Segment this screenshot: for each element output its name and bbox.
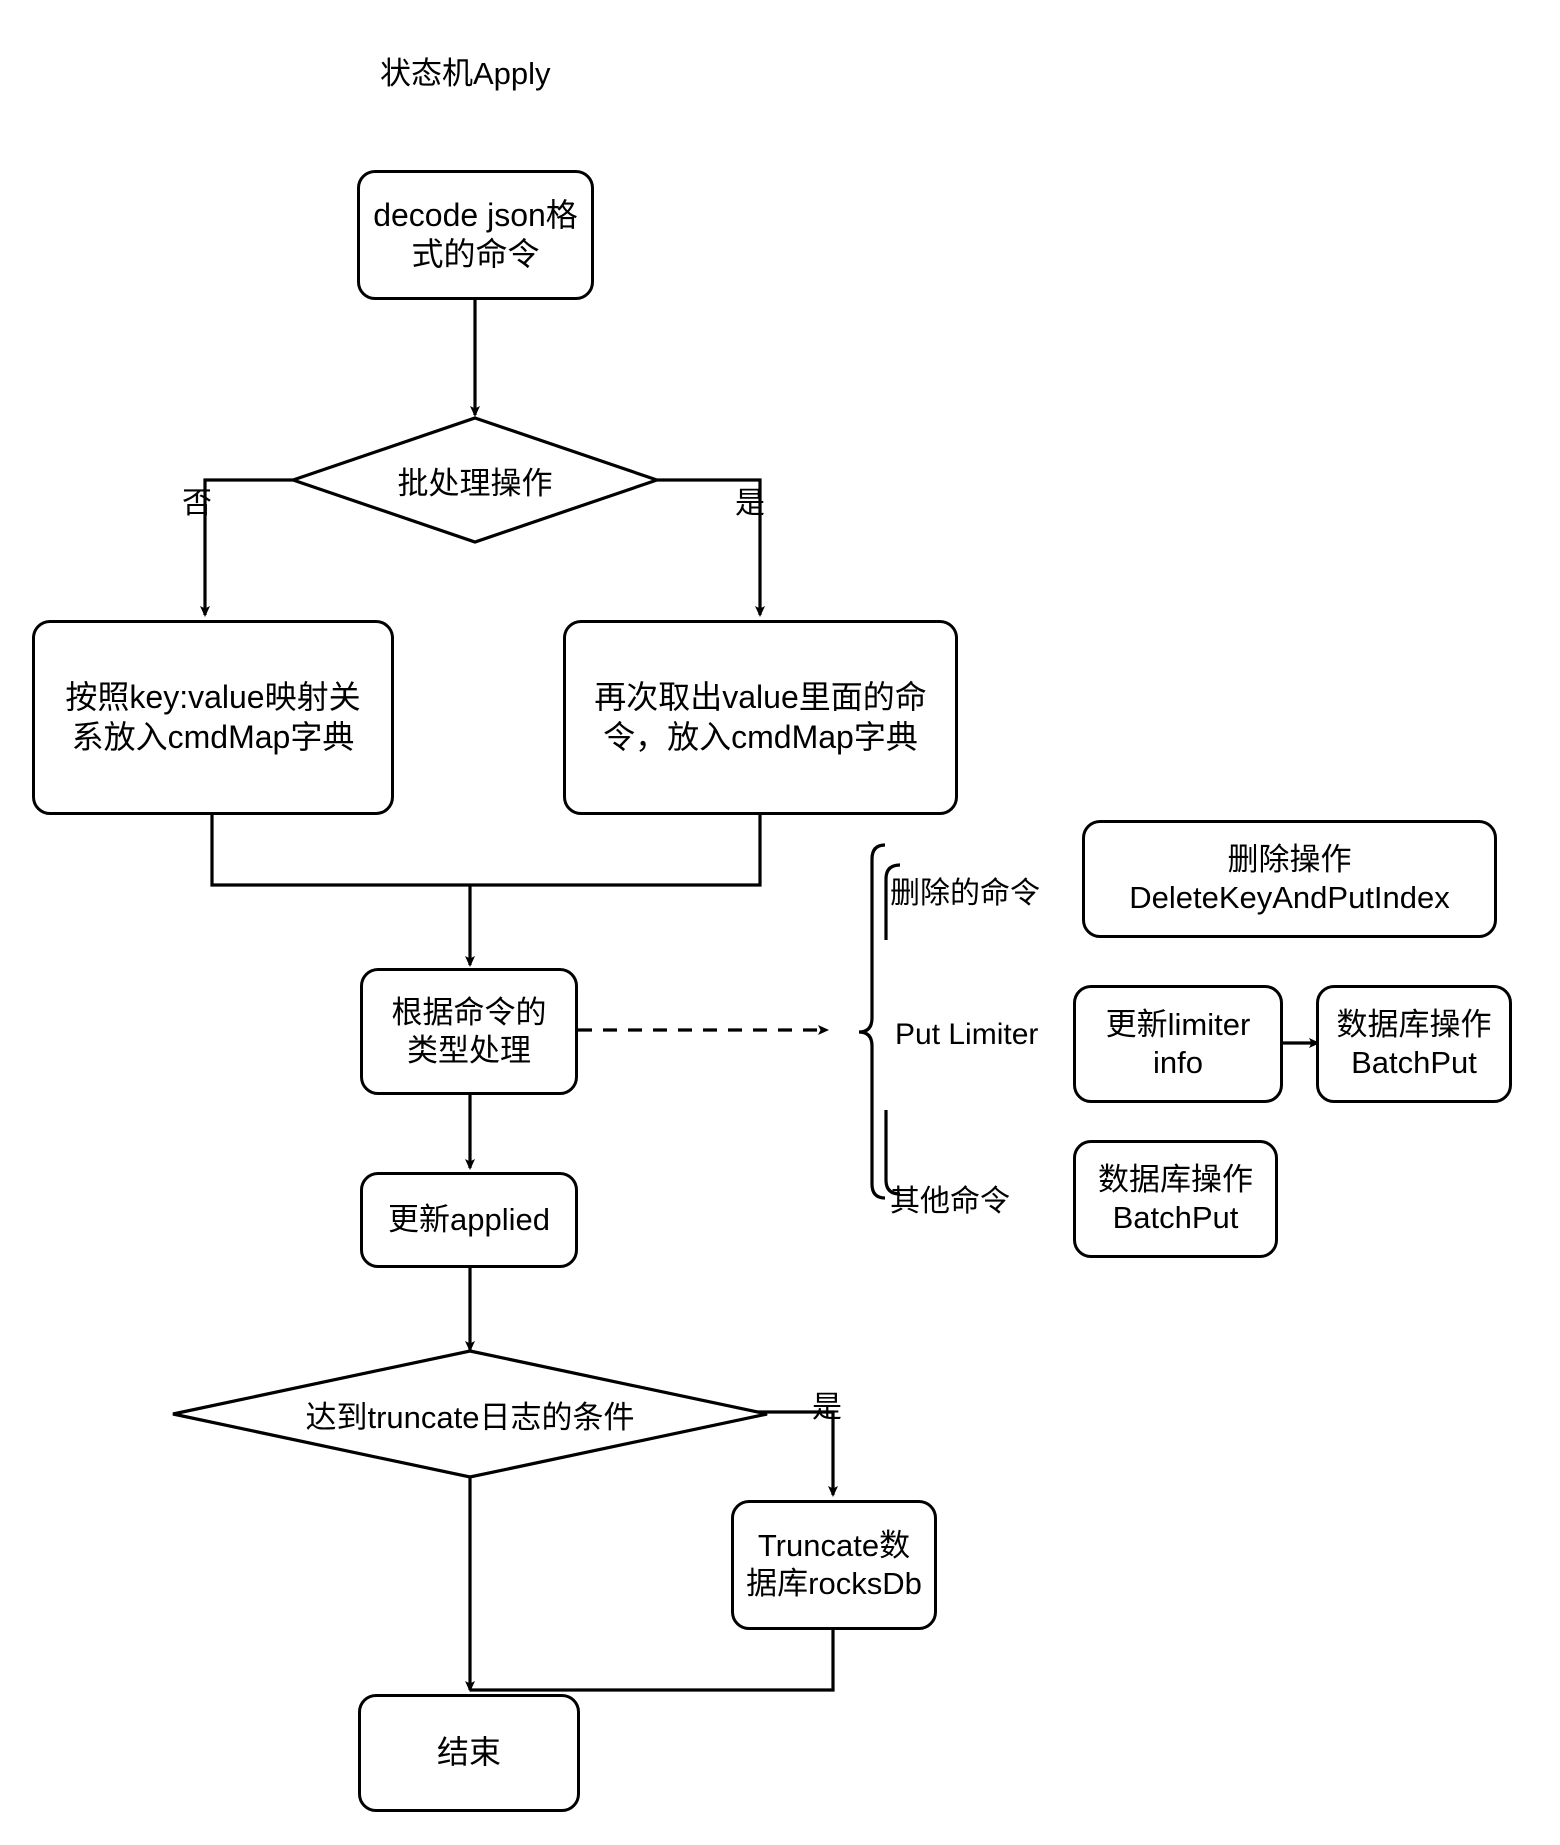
edge-label-batch-no: 否 [182,487,212,520]
diamond-shape [288,416,662,544]
node-end[interactable]: 结束 [358,1694,580,1812]
node-decode-json-label: decode json格 式的命令 [373,196,578,272]
diamond-shape [172,1349,768,1479]
node-single-cmdmap-label: 按照key:value映射关 系放入cmdMap字典 [65,679,361,755]
node-update-applied[interactable]: 更新applied [360,1172,578,1268]
node-truncate-rocksdb[interactable]: Truncate数 据库rocksDb [731,1500,937,1630]
branch-label-put-limiter: Put Limiter [895,1018,1039,1051]
edge-label-batch-yes: 是 [735,487,765,520]
node-truncate-condition-label: 达到truncate日志的条件 [305,1399,635,1435]
node-batchput-other[interactable]: 数据库操作 BatchPut [1073,1140,1278,1258]
node-batchput-other-label: 数据库操作 BatchPut [1098,1162,1253,1235]
branch-label-delete-command: 删除的命令 [890,877,1040,910]
node-update-applied-label: 更新applied [388,1202,550,1238]
node-delete-key-and-put-index[interactable]: 删除操作 DeleteKeyAndPutIndex [1082,820,1497,938]
branch-label-other-command: 其他命令 [890,1185,1010,1218]
diagram-title: 状态机Apply [380,56,551,91]
node-single-cmdmap[interactable]: 按照key:value映射关 系放入cmdMap字典 [32,620,394,815]
node-is-batch-operation[interactable]: 批处理操作 [288,415,662,545]
node-truncate-rocksdb-label: Truncate数 据库rocksDb [746,1528,922,1601]
node-batch-cmdmap-label: 再次取出value里面的命 令，放入cmdMap字典 [594,679,927,755]
node-truncate-condition[interactable]: 达到truncate日志的条件 [170,1348,770,1480]
node-update-limiter-info-label: 更新limiter info [1105,1007,1251,1080]
node-batch-cmdmap[interactable]: 再次取出value里面的命 令，放入cmdMap字典 [563,620,958,815]
node-batchput-limiter[interactable]: 数据库操作 BatchPut [1316,985,1512,1103]
node-decode-json[interactable]: decode json格 式的命令 [357,170,594,300]
node-is-batch-operation-label: 批处理操作 [397,465,553,501]
node-end-label: 结束 [436,1734,501,1771]
node-dispatch-by-cmd-type-label: 根据命令的 类型处理 [391,994,547,1068]
node-dispatch-by-cmd-type[interactable]: 根据命令的 类型处理 [360,968,578,1095]
node-delete-key-and-put-index-label: 删除操作 DeleteKeyAndPutIndex [1129,842,1450,915]
node-batchput-limiter-label: 数据库操作 BatchPut [1336,1007,1492,1080]
edge-label-truncate-yes: 是 [812,1391,842,1424]
node-update-limiter-info[interactable]: 更新limiter info [1073,985,1283,1103]
